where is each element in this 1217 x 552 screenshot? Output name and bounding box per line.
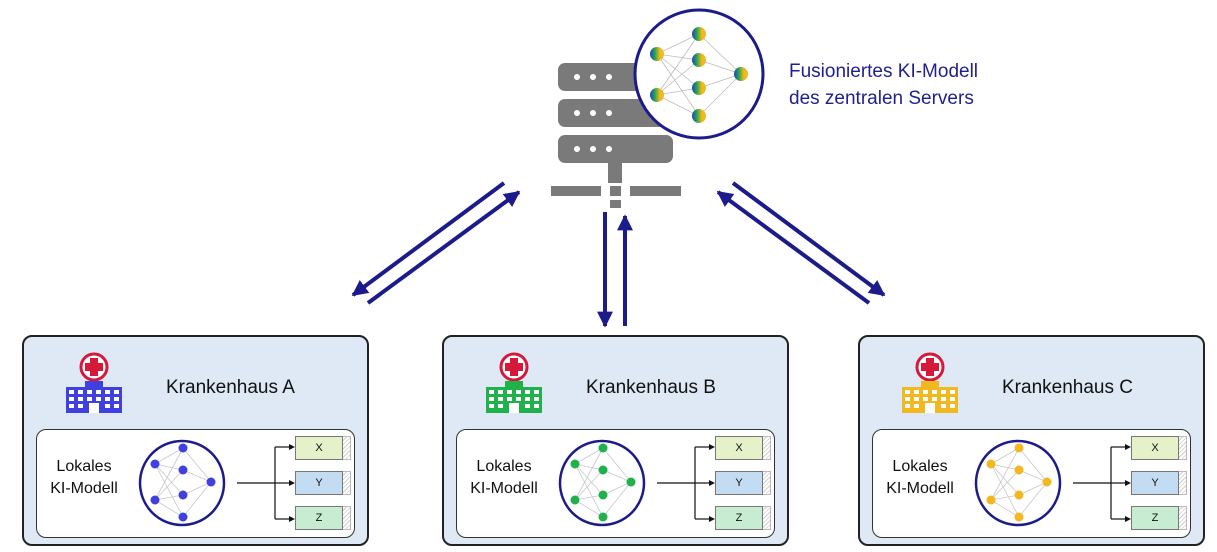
- local-model-label: Lokales KI-Modell: [457, 456, 551, 500]
- network-node: [986, 459, 996, 469]
- output-box-y: Y: [1131, 471, 1179, 495]
- network-node: [178, 512, 188, 522]
- network-node: [178, 490, 188, 500]
- network-node: [570, 495, 580, 505]
- local-model-label: Lokales KI-Modell: [37, 456, 131, 500]
- local-model-panel: Lokales KI-Modell X Y Z: [872, 429, 1191, 538]
- network-node: [150, 459, 160, 469]
- output-box-x: X: [1131, 436, 1179, 460]
- output-hatch: [343, 471, 351, 495]
- local-network-icon: [558, 439, 715, 527]
- output-hatch: [763, 436, 771, 460]
- network-node: [1014, 465, 1024, 475]
- network-node: [1042, 477, 1052, 487]
- local-model-label-line2: KI-Modell: [886, 480, 954, 497]
- local-model-label-line1: Lokales: [56, 458, 112, 475]
- hospital-name-a: Krankenhaus A: [166, 377, 295, 398]
- output-hatch: [763, 471, 771, 495]
- network-node: [1014, 490, 1024, 500]
- output-box-y: Y: [715, 471, 763, 495]
- server-label-line1: Fusioniertes KI-Modell: [789, 61, 979, 82]
- network-node: [178, 465, 188, 475]
- output-hatch: [343, 436, 351, 460]
- fused-model-icon: [633, 8, 765, 140]
- output-hatch: [1179, 471, 1187, 495]
- hospital-card-b: Krankenhaus B Lokales KI-Modell X Y Z: [442, 335, 789, 546]
- arrow-a-to-server: [366, 190, 521, 305]
- arrow-server-to-a: [351, 181, 506, 297]
- network-node: [150, 495, 160, 505]
- network-node: [598, 490, 608, 500]
- exchange-arrows: [351, 181, 886, 328]
- network-node: [1014, 443, 1024, 453]
- local-model-label-line1: Lokales: [892, 458, 948, 475]
- output-hatch: [763, 506, 771, 530]
- network-node: [986, 495, 996, 505]
- local-model-label-line2: KI-Modell: [470, 480, 538, 497]
- output-box-x: X: [715, 436, 763, 460]
- network-node: [1014, 512, 1024, 522]
- local-network-icon: [974, 439, 1131, 527]
- output-hatch: [343, 506, 351, 530]
- arrow-server-to-c: [731, 181, 886, 297]
- output-hatch: [1179, 506, 1187, 530]
- network-node: [598, 443, 608, 453]
- local-model-label: Lokales KI-Modell: [873, 456, 967, 500]
- hospital-building-icon: [66, 352, 122, 413]
- local-model-label-line2: KI-Modell: [50, 480, 118, 497]
- output-box-x: X: [295, 436, 343, 460]
- server-label: Fusioniertes KI-Modell des zentralen Ser…: [789, 58, 978, 112]
- hospital-building-icon: [902, 352, 958, 413]
- hospital-name-c: Krankenhaus C: [1002, 377, 1133, 398]
- output-hatch: [1179, 436, 1187, 460]
- local-network-icon: [138, 439, 295, 527]
- output-box-z: Z: [715, 506, 763, 530]
- server-label-line2: des zentralen Servers: [789, 88, 974, 109]
- local-model-label-line1: Lokales: [476, 458, 532, 475]
- arrow-c-to-server: [716, 190, 871, 305]
- hospital-card-a: Krankenhaus A Lokales KI-Modell X Y Z: [22, 335, 369, 546]
- network-node: [626, 477, 636, 487]
- local-model-panel: Lokales KI-Modell X Y Z: [36, 429, 355, 538]
- hospital-name-b: Krankenhaus B: [586, 377, 716, 398]
- network-node: [178, 443, 188, 453]
- hospital-building-icon: [486, 352, 542, 413]
- output-box-z: Z: [1131, 506, 1179, 530]
- network-node: [598, 512, 608, 522]
- local-model-panel: Lokales KI-Modell X Y Z: [456, 429, 775, 538]
- hospital-card-c: Krankenhaus C Lokales KI-Modell X Y Z: [858, 335, 1205, 546]
- output-box-z: Z: [295, 506, 343, 530]
- output-box-y: Y: [295, 471, 343, 495]
- network-node: [598, 465, 608, 475]
- network-node: [570, 459, 580, 469]
- network-node: [206, 477, 216, 487]
